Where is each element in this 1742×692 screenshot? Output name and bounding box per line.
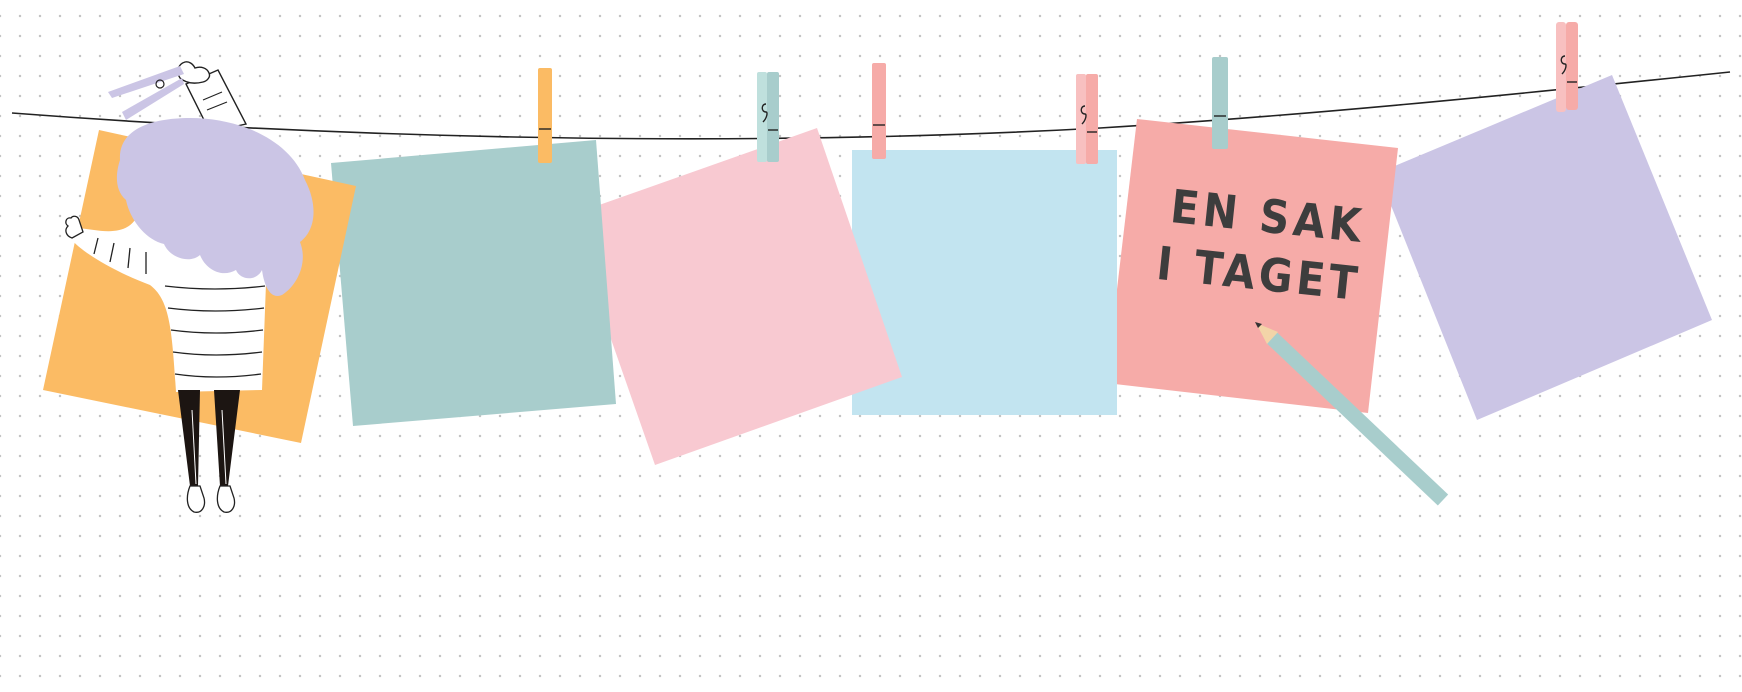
clothespin-icon bbox=[757, 72, 779, 162]
clothespin-icon bbox=[1076, 74, 1098, 164]
clothesline-string bbox=[11, 71, 1731, 140]
clothespin-icon bbox=[108, 66, 184, 120]
sticky-note-pink bbox=[568, 128, 902, 465]
clothespin-icon bbox=[1212, 57, 1228, 149]
hair bbox=[116, 118, 314, 296]
clothespin-icon bbox=[538, 68, 552, 163]
shirt-stripes bbox=[93, 237, 266, 378]
clothespin-icon bbox=[872, 63, 886, 159]
pencil-icon bbox=[1255, 322, 1449, 506]
person-illustration bbox=[65, 61, 314, 513]
sticky-note-teal bbox=[331, 140, 616, 426]
sticky-note-lavender bbox=[1378, 75, 1712, 420]
clothespin-icon bbox=[1556, 22, 1578, 112]
sticky-note-coral bbox=[1106, 119, 1398, 413]
